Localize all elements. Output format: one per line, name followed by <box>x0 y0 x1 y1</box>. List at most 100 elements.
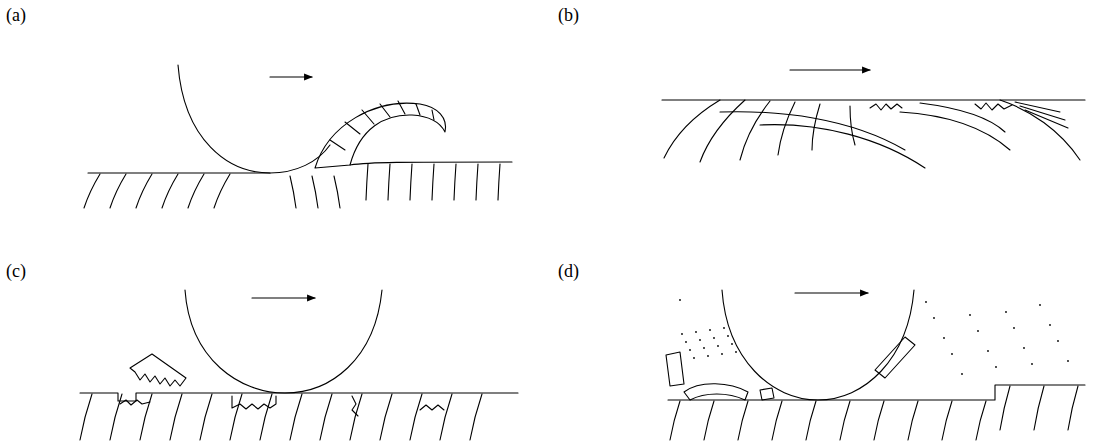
flow-line <box>900 112 1010 150</box>
debris-dot <box>933 317 935 319</box>
flow-line <box>380 394 392 440</box>
flow-line <box>476 164 478 200</box>
asperity <box>185 290 382 393</box>
flow-line <box>1000 386 1010 430</box>
crack <box>870 104 902 110</box>
surface <box>350 162 512 165</box>
flow-line <box>84 174 100 208</box>
debris-dots <box>679 299 1069 375</box>
motion-arrow <box>252 297 315 298</box>
debris-dot <box>1057 340 1059 342</box>
flow-line <box>320 394 332 440</box>
flow-line <box>230 394 242 440</box>
flow-line <box>1034 386 1044 430</box>
flow-line <box>760 125 925 168</box>
debris-particle <box>684 384 748 400</box>
debris-dot <box>689 349 691 351</box>
debris-dot <box>681 333 683 335</box>
crack <box>352 396 358 416</box>
flow-line <box>110 394 122 440</box>
subsurface-lines <box>670 386 1078 440</box>
flow-line <box>388 164 390 200</box>
surface <box>88 172 270 173</box>
flow-line <box>290 176 296 208</box>
panel-label: (c) <box>6 262 26 280</box>
debris-dot <box>713 337 715 339</box>
debris-dot <box>735 351 737 353</box>
chip-hatch <box>345 122 360 134</box>
flow-line <box>260 394 272 440</box>
debris-dot <box>709 329 711 331</box>
debris-dot <box>695 331 697 333</box>
crack <box>120 400 150 405</box>
flow-line <box>440 394 452 440</box>
crack <box>975 103 1012 110</box>
panel-d-drawing <box>666 290 1085 440</box>
chip-hatch <box>398 101 405 114</box>
motion-arrow <box>790 69 870 70</box>
debris-dot <box>961 373 963 375</box>
debris-dot <box>987 350 989 352</box>
flow-line <box>136 174 152 208</box>
flow-line <box>850 106 855 145</box>
debris-dot <box>1067 360 1069 362</box>
flow-line <box>454 164 456 200</box>
flow-line <box>1068 386 1078 430</box>
debris-dot <box>1049 324 1051 326</box>
flow-line <box>162 174 178 208</box>
chip-hatch <box>362 110 374 124</box>
crack <box>420 405 444 410</box>
flow-line <box>704 401 714 440</box>
flow-line <box>290 394 302 440</box>
debris-dot <box>731 343 733 345</box>
debris-dot <box>1013 327 1015 329</box>
flow-line <box>188 174 204 208</box>
chip-hatch <box>416 104 420 115</box>
flow-line <box>778 102 795 155</box>
flow-line <box>812 104 820 150</box>
debris-dot <box>707 355 709 357</box>
flow-line <box>772 401 782 440</box>
panel-a-drawing <box>84 65 512 208</box>
flow-line <box>110 174 126 208</box>
flow-line <box>498 164 500 200</box>
debris-particle <box>666 352 684 386</box>
panel-label: (d) <box>558 262 579 280</box>
flow-line <box>806 401 816 440</box>
debris-particle <box>875 337 915 378</box>
flow-line <box>410 394 422 440</box>
debris-dot <box>679 299 681 301</box>
flow-line <box>920 103 1005 132</box>
flow-line <box>738 401 748 440</box>
flow-line <box>670 401 680 440</box>
panel-label: (b) <box>558 6 579 24</box>
subsurface-lines <box>80 394 482 440</box>
flow-line <box>200 394 212 440</box>
flow-line <box>664 100 720 158</box>
surface <box>662 99 1085 100</box>
asperity <box>722 290 914 400</box>
chip-hatch <box>432 110 434 120</box>
debris-dot <box>1005 311 1007 313</box>
debris-dot <box>727 335 729 337</box>
flow-line <box>80 394 92 440</box>
wear-flake <box>130 354 186 386</box>
debris-dot <box>1039 304 1041 306</box>
asperity <box>178 65 330 173</box>
debris-dot <box>693 357 695 359</box>
chip <box>315 103 446 168</box>
flow-line <box>470 394 482 440</box>
flow-line <box>410 164 412 200</box>
motion-arrow <box>795 292 868 293</box>
chip-hatching <box>330 101 434 150</box>
motion-arrow <box>270 76 312 77</box>
debris-dot <box>685 341 687 343</box>
flow-line <box>874 401 884 440</box>
surface <box>668 385 1085 400</box>
chip-hatch <box>380 104 390 117</box>
flow-line <box>334 176 340 208</box>
flow-line <box>312 176 318 208</box>
flow-line <box>170 394 182 440</box>
